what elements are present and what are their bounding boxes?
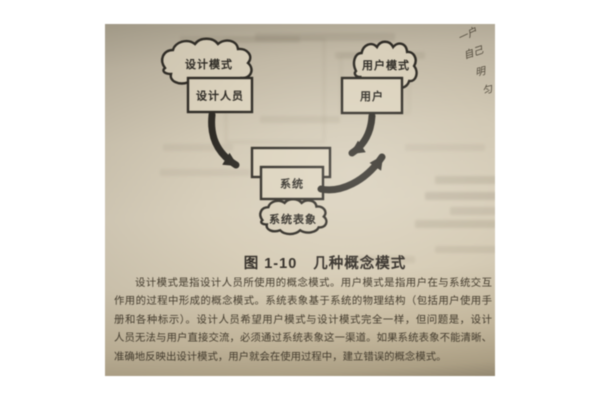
user-label: 用户 [360,89,384,103]
body-paragraph: 设计模式是指设计人员所使用的概念模式。用户模式是指用户在与系统交互 作用的过程中… [114,275,492,367]
paragraph-line: 准确地反映出设计模式，用户就会在使用过程中，建立错误的概念模式。 [114,351,447,363]
paragraph-line: 设计模式是指设计人员所使用的概念模式。用户模式是指用户在与系统交互 [135,278,492,289]
designer-to-system-arrow [208,111,240,169]
figure-caption-title: 几种概念模式 [313,256,407,272]
designer-label: 设计人员 [196,89,244,103]
designer-box [186,76,254,114]
figure-caption: 图 1-10 几种概念模式 [135,252,495,273]
system-image-label: 系统表象 [269,212,317,226]
system-box [259,165,325,201]
figure-caption-label: 图 1-10 [243,256,298,272]
design-model-label: 设计模式 [185,57,233,71]
paragraph-line: 作用的过程中形成的概念模式。系统表象基于系统的物理结构（包括用户使用手 [114,296,492,308]
paragraph-line: 人员无法与用户直接交流，必须通过系统表象这一渠道。如果系统表象不能清晰、 [114,333,492,345]
paragraph-line: 册和各种标示）。设计人员希望用户模式与设计模式完全一样，但问题是，设计 [114,314,492,326]
figure-diagram: 设计模式 设计人员 用户模式 用户 系统表象 系统 [160,37,418,235]
system-label: 系统 [280,177,304,191]
system-to-user-arrow [317,153,386,194]
user-to-system-arrow [348,112,376,157]
user-model-label: 用户模式 [362,58,410,72]
book-page: 设计模式 设计人员 用户模式 用户 系统表象 系统 图 1-10 几种概念模式 [105,24,495,376]
